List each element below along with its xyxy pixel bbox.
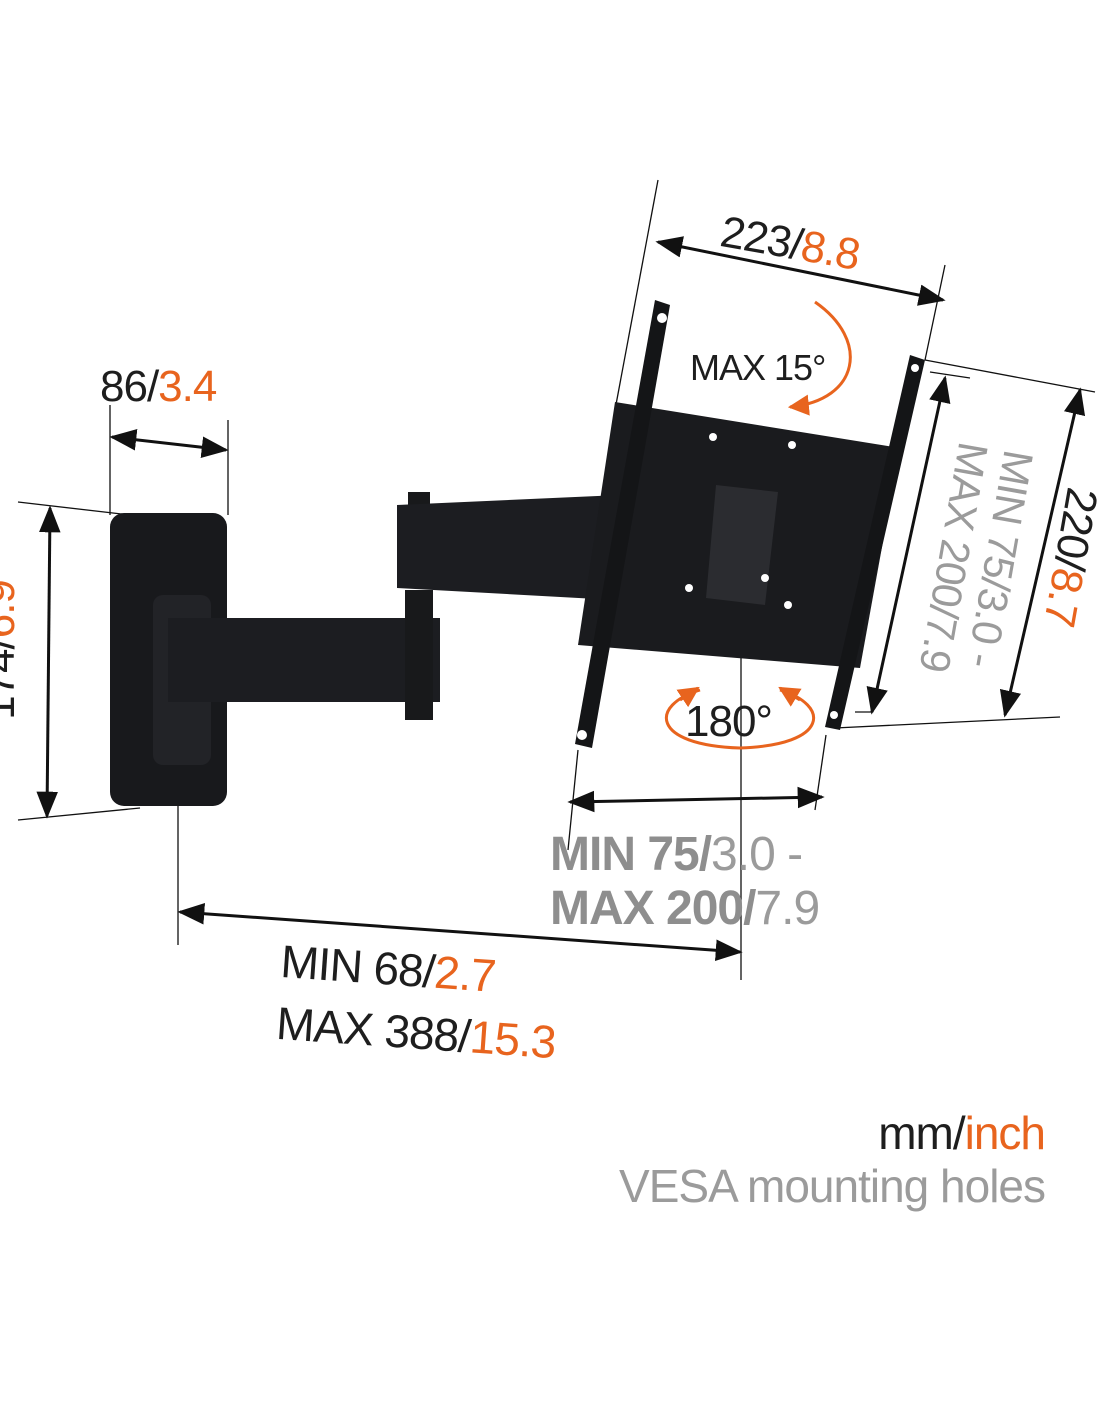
vesa-horizontal-label: MIN 75/3.0 - MAX 200/7.9: [550, 828, 820, 936]
vesa-legend: VESA mounting holes: [619, 1160, 1046, 1212]
inch-value: 8.7: [1034, 564, 1093, 631]
unit-inch: inch: [964, 1107, 1046, 1159]
units-legend: mm/inch: [878, 1107, 1046, 1159]
wall-plate-depth-label: 86/3.4: [100, 362, 217, 411]
inch-value: 6.9: [0, 580, 24, 639]
tilt-arrow-icon: [787, 300, 852, 416]
tilt-label: MAX 15°: [690, 347, 826, 388]
swivel-label: 180°: [685, 697, 773, 746]
wall-distance-label: MIN 68/2.7 MAX 388/15.3: [274, 930, 562, 1073]
max-inch: 15.3: [468, 1010, 558, 1069]
mm-value: 174/: [0, 638, 24, 720]
vesa-max-mm: MAX 200/: [550, 882, 756, 935]
lower-arm: [168, 618, 440, 702]
swivel-arrow-icon: [664, 688, 816, 750]
min-mm: MIN 68/: [279, 934, 437, 998]
inch-value: 8.8: [797, 221, 864, 280]
tv-interface-plate: [575, 300, 925, 748]
dimension-arrows: [36, 236, 1086, 962]
vesa-max-inch: 7.9: [755, 882, 820, 935]
inch-value: 3.4: [158, 362, 217, 411]
wall-plate-height-label: 174/6.9: [0, 580, 24, 720]
min-inch: 2.7: [432, 945, 498, 1002]
arm-joint: [405, 590, 433, 720]
vesa-min-inch: 3.0 -: [711, 828, 803, 881]
max-mm: MAX 388/: [274, 996, 472, 1063]
unit-mm: mm/: [878, 1107, 965, 1159]
upper-arm: [397, 495, 620, 600]
vesa-min-mm: MIN 75/: [550, 828, 712, 881]
mm-value: 86/: [100, 362, 159, 411]
